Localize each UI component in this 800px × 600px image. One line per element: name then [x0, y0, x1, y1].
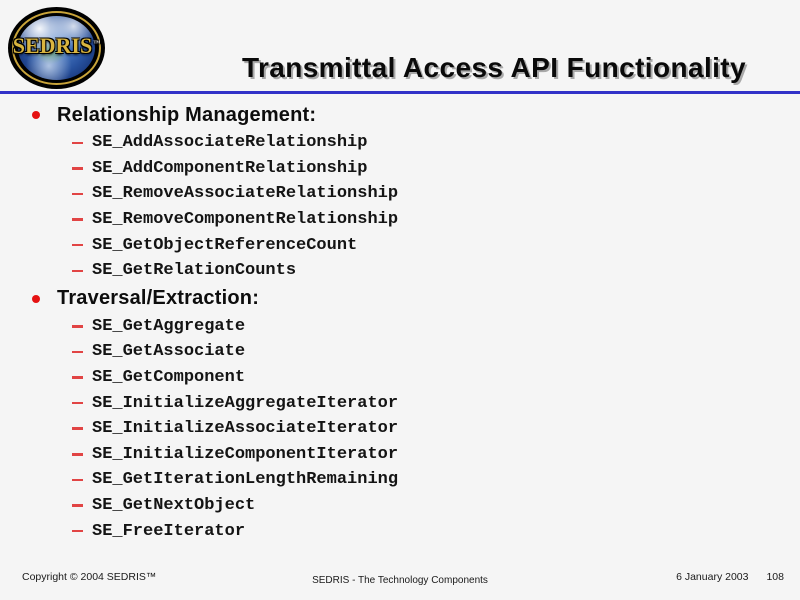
logo-gold-ring	[12, 11, 101, 85]
list-item: SE_FreeIterator	[0, 518, 800, 544]
earth-globe-icon	[18, 16, 95, 80]
api-function-name: SE_GetAggregate	[92, 316, 246, 336]
api-function-name: SE_GetRelationCounts	[92, 261, 297, 281]
dash-icon	[72, 350, 83, 354]
title-divider	[0, 91, 800, 94]
logo-wordmark-text: SEDRIS	[12, 32, 93, 58]
api-function-name: SE_GetAssociate	[92, 342, 246, 362]
api-function-name: SE_FreeIterator	[92, 521, 246, 541]
dash-icon	[72, 529, 83, 533]
footer-date: 6 January 2003	[676, 571, 749, 583]
api-function-name: SE_InitializeAggregateIterator	[92, 393, 399, 413]
logo-wordmark: SEDRIS™	[8, 33, 105, 59]
list-item: SE_InitializeAggregateIterator	[0, 390, 800, 416]
dash-icon	[72, 141, 83, 145]
list-item: SE_InitializeAssociateIterator	[0, 416, 800, 442]
api-function-name: SE_AddAssociateRelationship	[92, 133, 368, 153]
list-item: SE_RemoveAssociateRelationship	[0, 181, 800, 207]
footer-center-caption: SEDRIS - The Technology Components	[312, 575, 488, 586]
api-function-name: SE_GetIterationLengthRemaining	[92, 470, 399, 490]
api-function-name: SE_AddComponentRelationship	[92, 158, 368, 178]
api-function-name: SE_RemoveComponentRelationship	[92, 210, 399, 230]
api-function-name: SE_InitializeComponentIterator	[92, 444, 399, 464]
dash-icon	[72, 269, 83, 273]
api-function-name: SE_GetComponent	[92, 368, 246, 388]
section-heading-label: Relationship Management:	[57, 103, 317, 126]
list-item: SE_GetObjectReferenceCount	[0, 232, 800, 258]
list-item: SE_GetRelationCounts	[0, 258, 800, 284]
dash-icon	[72, 325, 83, 328]
dash-icon	[72, 243, 83, 247]
bullet-icon	[32, 294, 40, 303]
section-heading-label: Traversal/Extraction:	[57, 287, 260, 310]
bullet-icon	[32, 111, 40, 119]
list-item: SE_GetAggregate	[0, 314, 800, 340]
trademark-symbol: ™	[93, 38, 101, 47]
page-title: Transmittal Access API Functionality	[241, 52, 747, 83]
bullet-list: Relationship Management: SE_AddAssociateR…	[0, 100, 800, 544]
dash-icon	[72, 167, 83, 170]
api-function-name: SE_GetNextObject	[92, 496, 256, 516]
sedris-logo: SEDRIS™	[8, 7, 105, 89]
footer-copyright: Copyright © 2004 SEDRIS™	[22, 571, 157, 583]
section-heading: Traversal/Extraction:	[0, 284, 800, 314]
api-function-name: SE_RemoveAssociateRelationship	[92, 184, 399, 204]
list-item: SE_InitializeComponentIterator	[0, 442, 800, 468]
list-item: SE_RemoveComponentRelationship	[0, 207, 800, 233]
list-item: SE_AddComponentRelationship	[0, 156, 800, 182]
dash-icon	[72, 218, 83, 221]
list-item: SE_GetNextObject	[0, 493, 800, 519]
dash-icon	[72, 504, 83, 507]
api-function-name: SE_InitializeAssociateIterator	[92, 419, 399, 439]
footer-right-group: 6 January 2003 108	[676, 571, 784, 583]
footer-page-number: 108	[766, 571, 784, 583]
dash-icon	[72, 427, 83, 430]
list-item: SE_GetIterationLengthRemaining	[0, 467, 800, 493]
dash-icon	[72, 478, 83, 482]
section-heading: Relationship Management:	[0, 100, 800, 130]
dash-icon	[72, 453, 83, 456]
api-function-name: SE_GetObjectReferenceCount	[92, 235, 358, 255]
list-item: SE_GetAssociate	[0, 339, 800, 365]
dash-icon	[72, 376, 83, 379]
list-item: SE_AddAssociateRelationship	[0, 130, 800, 156]
list-item: SE_GetComponent	[0, 365, 800, 391]
dash-icon	[72, 192, 83, 196]
dash-icon	[72, 401, 83, 405]
